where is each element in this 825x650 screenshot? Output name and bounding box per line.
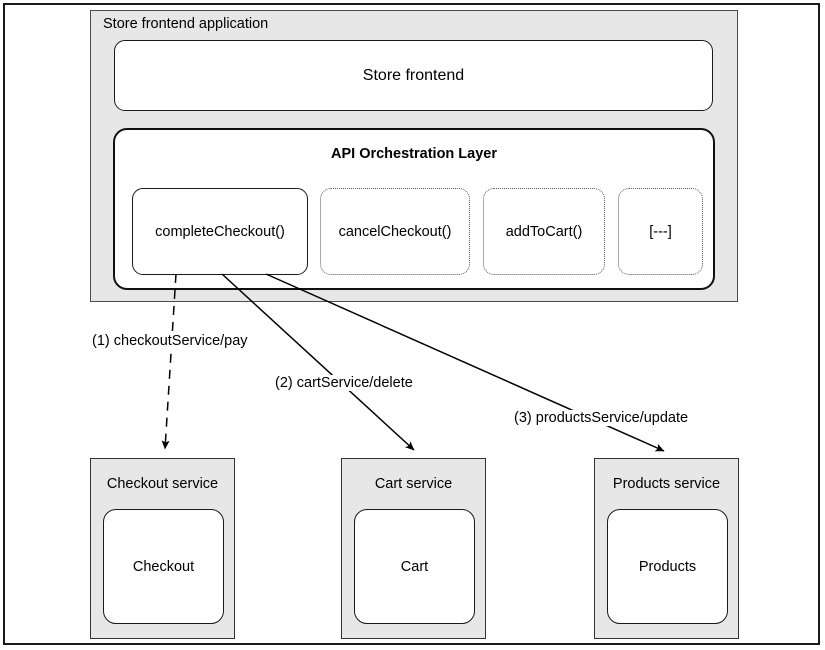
service-box-products: Products service Products	[594, 458, 739, 639]
service-title-products: Products service	[612, 476, 721, 492]
arrow-label-products-service: (3) productsService/update	[512, 410, 691, 426]
arrow-label-checkout-service: (1) checkoutService/pay	[90, 333, 250, 349]
arrow-label-cart-service: (2) cartService/delete	[273, 375, 415, 391]
service-inner-cart: Cart	[354, 509, 475, 624]
method-box-cancel-checkout[interactable]: cancelCheckout()	[320, 188, 470, 275]
api-orchestration-layer-title: API Orchestration Layer	[331, 146, 497, 162]
service-title-checkout: Checkout service	[106, 476, 219, 492]
service-box-cart: Cart service Cart	[341, 458, 486, 639]
method-box-complete-checkout[interactable]: completeCheckout()	[132, 188, 308, 275]
method-box-add-to-cart[interactable]: addToCart()	[483, 188, 605, 275]
store-frontend-box: Store frontend	[114, 40, 713, 111]
method-box-ellipsis[interactable]: [---]	[618, 188, 703, 275]
service-title-cart: Cart service	[374, 476, 453, 492]
service-inner-checkout: Checkout	[103, 509, 224, 624]
service-box-checkout: Checkout service Checkout	[90, 458, 235, 639]
application-panel-title: Store frontend application	[103, 16, 269, 32]
store-frontend-label: Store frontend	[362, 66, 465, 84]
service-inner-products: Products	[607, 509, 728, 624]
api-orchestration-layer: API Orchestration Layer completeCheckout…	[113, 128, 715, 290]
